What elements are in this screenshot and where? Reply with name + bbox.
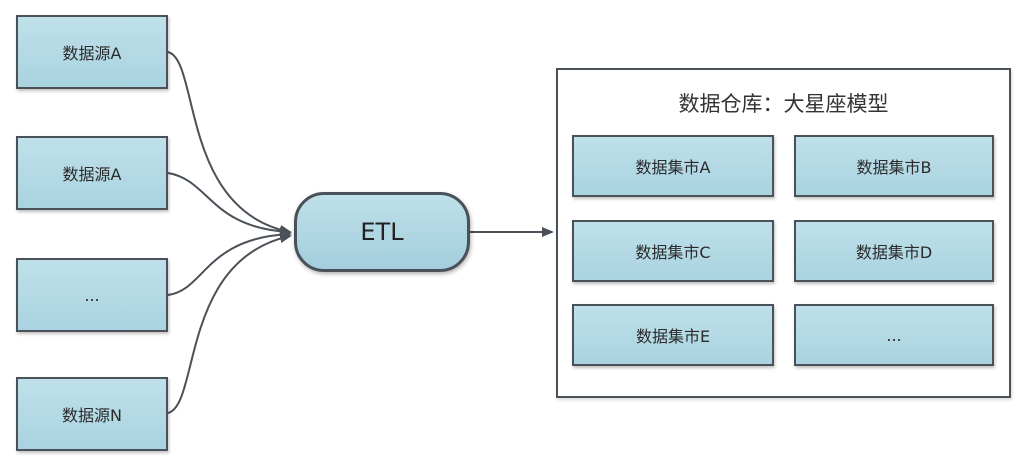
data-mart-a: 数据集市A bbox=[572, 135, 774, 197]
data-mart-more: ... bbox=[794, 304, 994, 366]
source-box-2: 数据源A bbox=[16, 136, 168, 210]
mart-label: 数据集市D bbox=[855, 243, 933, 262]
data-mart-c: 数据集市C bbox=[572, 220, 774, 282]
source-label: ... bbox=[84, 285, 100, 305]
mart-label: ... bbox=[886, 325, 902, 345]
connector-source-2 bbox=[167, 172, 292, 237]
source-box-1: 数据源A bbox=[16, 15, 168, 89]
mart-label: 数据集市B bbox=[856, 158, 932, 177]
etl-label: ETL bbox=[360, 218, 404, 246]
mart-label: 数据集市C bbox=[635, 243, 711, 262]
source-label: 数据源A bbox=[62, 44, 122, 63]
warehouse-title: 数据仓库：大星座模型 bbox=[678, 92, 889, 116]
connector-source-4 bbox=[167, 233, 292, 414]
connector-source-1 bbox=[167, 51, 292, 235]
mart-label: 数据集市A bbox=[635, 158, 711, 177]
data-mart-b: 数据集市B bbox=[794, 135, 994, 197]
source-box-3: ... bbox=[16, 258, 168, 332]
source-label: 数据源A bbox=[62, 165, 122, 184]
source-label: 数据源N bbox=[62, 406, 122, 425]
source-box-4: 数据源N bbox=[16, 377, 168, 451]
etl-node: ETL bbox=[294, 192, 470, 272]
data-mart-e: 数据集市E bbox=[572, 304, 774, 366]
connector-source-3 bbox=[167, 229, 292, 296]
mart-label: 数据集市E bbox=[635, 327, 711, 346]
data-mart-d: 数据集市D bbox=[794, 220, 994, 282]
